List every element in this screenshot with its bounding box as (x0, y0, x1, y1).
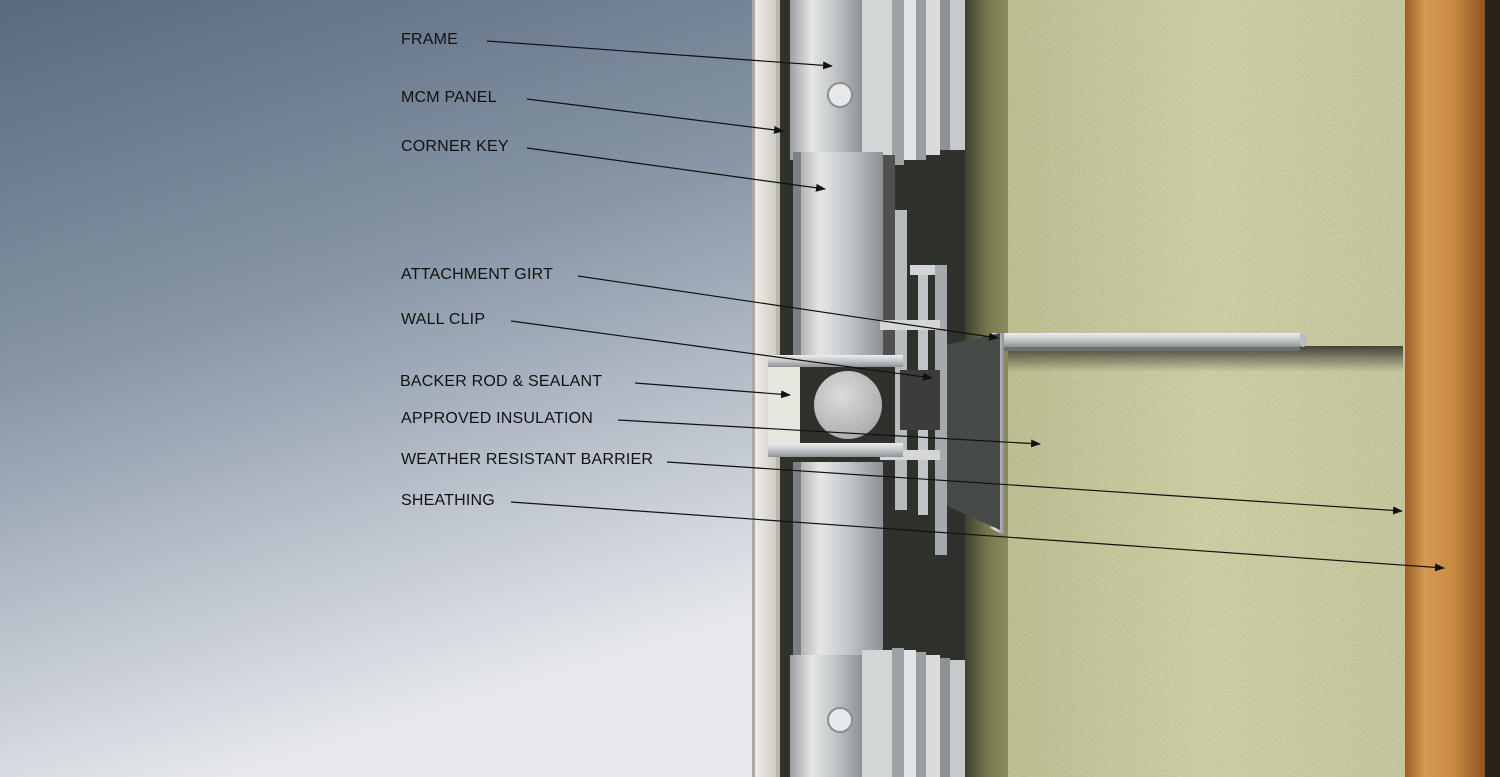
sheathing-board (1405, 0, 1485, 777)
label-frame: FRAME (401, 31, 458, 48)
leader-lines (486, 40, 1445, 572)
leader-backer-rod (634, 382, 791, 399)
label-mcm-panel: MCM PANEL (401, 89, 497, 106)
leader-insulation (617, 419, 1041, 448)
lower-frame-extrusion (790, 648, 965, 777)
label-corner-key: CORNER KEY (401, 138, 509, 155)
background-sky (0, 0, 760, 777)
leader-mcm-panel (526, 98, 784, 134)
leader-wrb (666, 461, 1403, 515)
joint-ledge-upper (768, 355, 903, 367)
label-approved-insulation: APPROVED INSULATION (401, 410, 593, 427)
leader-frame (486, 40, 833, 70)
corner-key-lower (793, 462, 883, 662)
label-attachment-girt: ATTACHMENT GIRT (401, 266, 554, 283)
joint-ledge-lower (768, 443, 903, 457)
label-wall-clip: WALL CLIP (401, 311, 486, 328)
label-weather-resistant-barrier: WEATHER RESISTANT BARRIER (401, 451, 654, 468)
corner-key-upper (793, 152, 883, 357)
leader-corner-key (526, 147, 826, 192)
leader-sheathing (510, 501, 1445, 572)
leader-attachment-girt (577, 275, 999, 341)
label-sheathing: SHEATHING (401, 492, 495, 509)
label-backer-rod-sealant: BACKER ROD & SEALANT (400, 373, 603, 390)
attachment-girt (1000, 333, 1300, 347)
upper-frame-extrusion (790, 0, 965, 165)
leader-wall-clip (510, 320, 933, 381)
